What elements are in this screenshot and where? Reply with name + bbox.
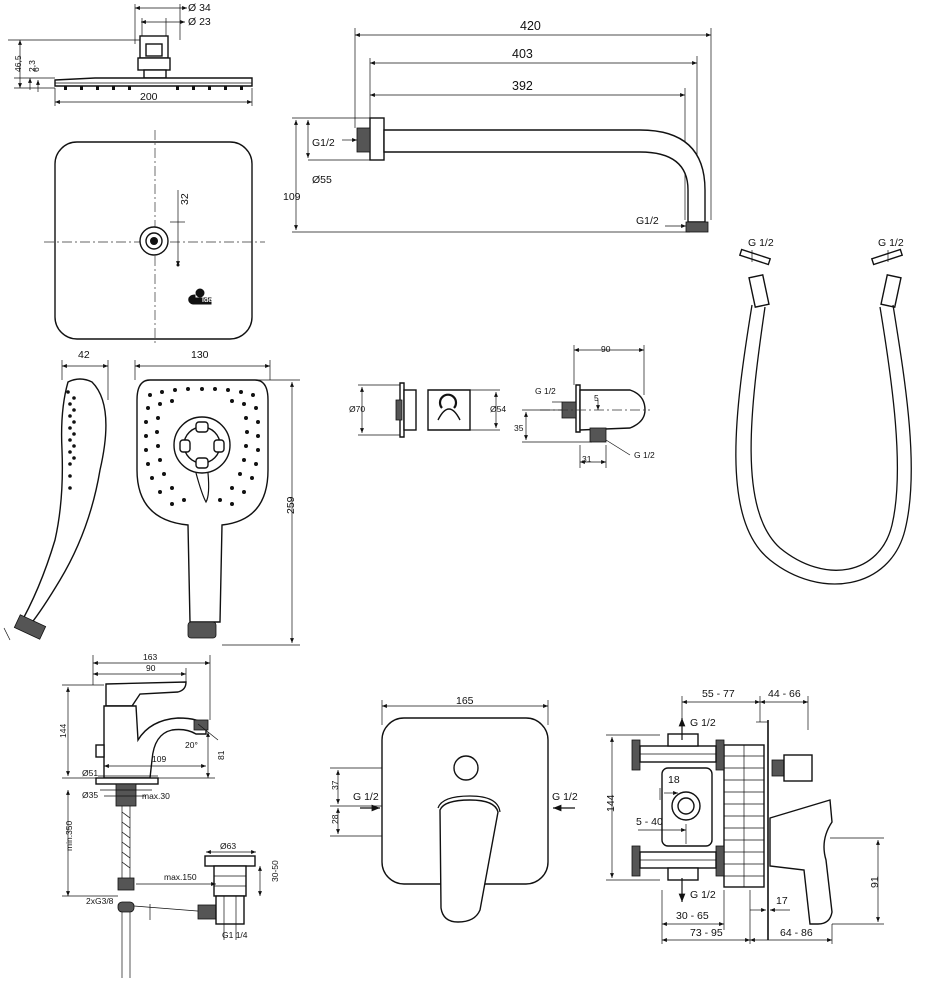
valve-dim-73-95: 73 - 95 <box>690 927 723 939</box>
mixer-dim-max30: max.30 <box>142 791 170 801</box>
hose-thread-left: G 1/2 <box>748 237 774 249</box>
arm-dim-109: 109 <box>283 191 301 203</box>
waste-dim-diam63: Ø63 <box>220 841 236 851</box>
valve-dim-17: 17 <box>776 895 788 907</box>
plate-thread-right: G 1/2 <box>552 791 578 803</box>
hand-dim-259: 259 <box>285 496 297 514</box>
valve-dim-5-40: 5 - 40 <box>636 816 663 828</box>
head-shower-side-view <box>8 4 253 106</box>
brand-logo: Ideal <box>202 297 218 304</box>
mixer-dim-81: 81 <box>216 750 226 760</box>
elbow-dim-90: 90 <box>601 344 611 354</box>
valve-dim-44-66: 44 - 66 <box>768 688 801 700</box>
arm-dim-diam55: Ø55 <box>312 174 332 186</box>
shower-arm-drawing <box>292 28 712 233</box>
valve-thread-top: G 1/2 <box>690 717 716 729</box>
mixer-dim-163: 163 <box>143 652 157 662</box>
head-dim-32: 32 <box>179 193 191 205</box>
hand-dim-42: 42 <box>78 349 90 361</box>
plate-dim-37: 37 <box>330 780 340 790</box>
head-dim-6: 6 <box>31 67 41 72</box>
elbow-thread-outlet: G 1/2 <box>634 450 655 460</box>
waste-thread: G1 1/4 <box>222 930 248 940</box>
plate-dim-165: 165 <box>456 695 474 707</box>
shower-hose-drawing <box>735 248 912 585</box>
arm-thread-inlet: G1/2 <box>312 137 335 149</box>
mixer-dim-109: 109 <box>152 754 166 764</box>
head-dim-diam34: Ø 34 <box>188 2 211 14</box>
plate-dim-28: 28 <box>330 814 340 824</box>
elbow-dim-5: 5 <box>594 393 599 403</box>
hand-dim-130: 130 <box>191 349 209 361</box>
head-dim-diam23: Ø 23 <box>188 16 211 28</box>
mixer-dim-90: 90 <box>146 663 156 673</box>
mixer-dim-min350: min.350 <box>64 820 74 851</box>
valve-dim-55-77: 55 - 77 <box>702 688 735 700</box>
hose-thread-right: G 1/2 <box>878 237 904 249</box>
shower-holder-drawing <box>358 382 500 438</box>
arm-thread-outlet: G1/2 <box>636 215 659 227</box>
holder-dim-diam70: Ø70 <box>349 404 365 414</box>
valve-dim-18: 18 <box>668 774 680 786</box>
elbow-dim-35: 35 <box>514 423 524 433</box>
mixer-dim-diam51: Ø51 <box>82 768 98 778</box>
basin-mixer-drawing <box>62 655 262 978</box>
valve-dim-144: 144 <box>605 794 617 812</box>
hand-shower-side-view <box>3 360 109 641</box>
valve-dim-91: 91 <box>869 876 881 888</box>
mixer-dim-144: 144 <box>58 724 68 738</box>
head-dim-2-3: 2,3 <box>27 60 37 72</box>
head-shower-plan-view <box>44 130 265 345</box>
hand-shower-front-view <box>134 360 300 646</box>
bath-cover-plate-drawing <box>330 700 575 923</box>
head-dim-46-5: 46,5 <box>13 55 23 72</box>
wall-outlet-elbow-drawing <box>522 345 650 468</box>
waste-dim-30-50: 30-50 <box>270 860 280 882</box>
mixer-dim-20deg: 20° <box>185 740 198 750</box>
valve-dim-64-86: 64 - 86 <box>780 927 813 939</box>
holder-dim-diam54: Ø54 <box>490 404 506 414</box>
valve-thread-bottom: G 1/2 <box>690 889 716 901</box>
elbow-thread-inlet: G 1/2 <box>535 386 556 396</box>
head-dim-200: 200 <box>140 91 158 103</box>
mixer-dim-diam35: Ø35 <box>82 790 98 800</box>
arm-dim-392: 392 <box>512 79 533 93</box>
arm-dim-403: 403 <box>512 47 533 61</box>
mixer-dim-max150: max.150 <box>164 872 197 882</box>
elbow-dim-31: 31 <box>582 454 592 464</box>
arm-dim-420: 420 <box>520 19 541 33</box>
mixer-thread-supply: 2xG3/8 <box>86 896 114 906</box>
plate-thread-left: G 1/2 <box>353 791 379 803</box>
concealed-valve-drawing <box>606 696 884 944</box>
valve-dim-30-65: 30 - 65 <box>676 910 709 922</box>
